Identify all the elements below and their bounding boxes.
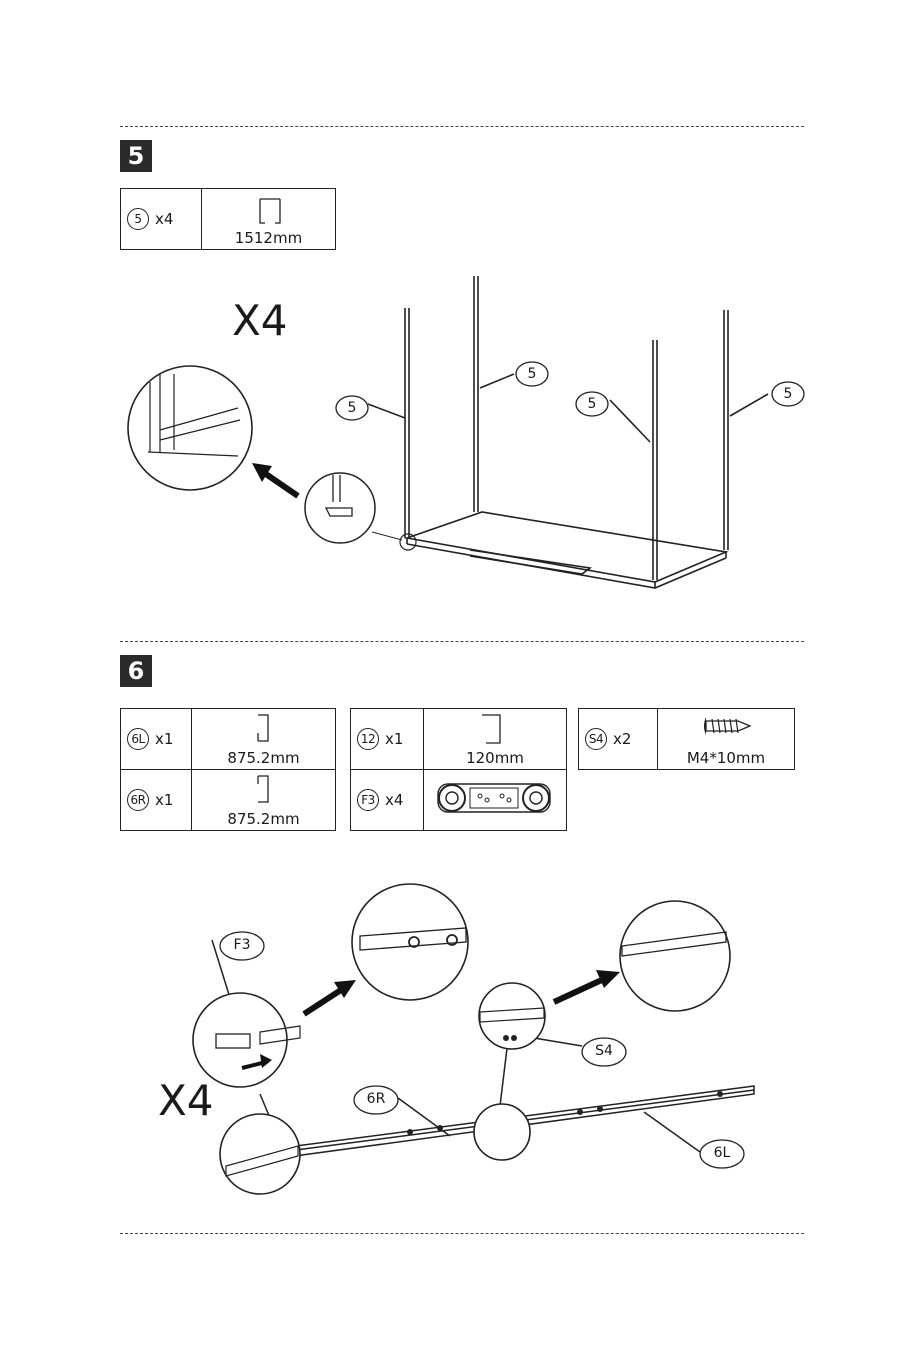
part-s4-image-cell: M4*10mm <box>658 709 795 770</box>
part-5-qty: x4 <box>155 210 173 228</box>
part-5-id-cell: 5 x4 <box>121 189 202 250</box>
part-5-image-cell: 1512mm <box>202 189 336 250</box>
section-divider-bottom <box>120 1233 804 1234</box>
part-6r-image-cell: 875.2mm <box>192 770 336 831</box>
part-12-id: 12 <box>357 728 379 750</box>
callout-5-c: 5 <box>576 396 608 412</box>
part-f3-image-cell <box>424 770 567 831</box>
callout-s4: S4 <box>584 1043 624 1059</box>
part-s4-id: S4 <box>585 728 607 750</box>
part-6l-id-cell: 6L x1 <box>121 709 192 770</box>
part-12-dim: 120mm <box>424 749 566 767</box>
part-6r-qty: x1 <box>155 791 173 809</box>
part-6l-image-cell: 875.2mm <box>192 709 336 770</box>
part-12-image-cell: 120mm <box>424 709 567 770</box>
callout-5-b: 5 <box>516 366 548 382</box>
step-5-parts-table: 5 x4 1512mm <box>120 188 336 250</box>
step-6-badge: 6 <box>120 655 152 687</box>
part-6r-id-cell: 6R x1 <box>121 770 192 831</box>
part-f3-id-cell: F3 x4 <box>351 770 424 831</box>
part-6l-qty: x1 <box>155 730 173 748</box>
part-12-qty: x1 <box>385 730 403 748</box>
step-6-parts-table-left: 6L x1 875.2mm 6R x1 875.2mm <box>120 708 336 831</box>
part-6r-id: 6R <box>127 789 149 811</box>
callout-6l: 6L <box>702 1145 742 1161</box>
callout-5-a: 5 <box>336 400 368 416</box>
part-5-id: 5 <box>127 208 149 230</box>
part-f3-qty: x4 <box>385 791 403 809</box>
roller-bracket-icon <box>424 770 566 830</box>
callout-5-d: 5 <box>772 386 804 402</box>
step-5-illustration <box>120 270 814 610</box>
step-6-parts-table-middle: 12 x1 120mm F3 x4 <box>350 708 567 831</box>
part-s4-id-cell: S4 x2 <box>579 709 658 770</box>
callout-f3: F3 <box>222 937 262 953</box>
part-6l-dim: 875.2mm <box>192 749 335 767</box>
part-s4-qty: x2 <box>613 730 631 748</box>
callout-6r: 6R <box>356 1091 396 1107</box>
part-f3-id: F3 <box>357 789 379 811</box>
part-6r-dim: 875.2mm <box>192 810 335 828</box>
part-12-id-cell: 12 x1 <box>351 709 424 770</box>
part-s4-dim: M4*10mm <box>658 749 794 767</box>
part-6l-id: 6L <box>127 728 149 750</box>
step-5-badge: 5 <box>120 140 152 172</box>
section-divider-middle <box>120 641 804 642</box>
part-5-dim: 1512mm <box>202 229 335 247</box>
step-6-parts-table-right: S4 x2 M4*10mm <box>578 708 795 770</box>
section-divider-top <box>120 126 804 127</box>
